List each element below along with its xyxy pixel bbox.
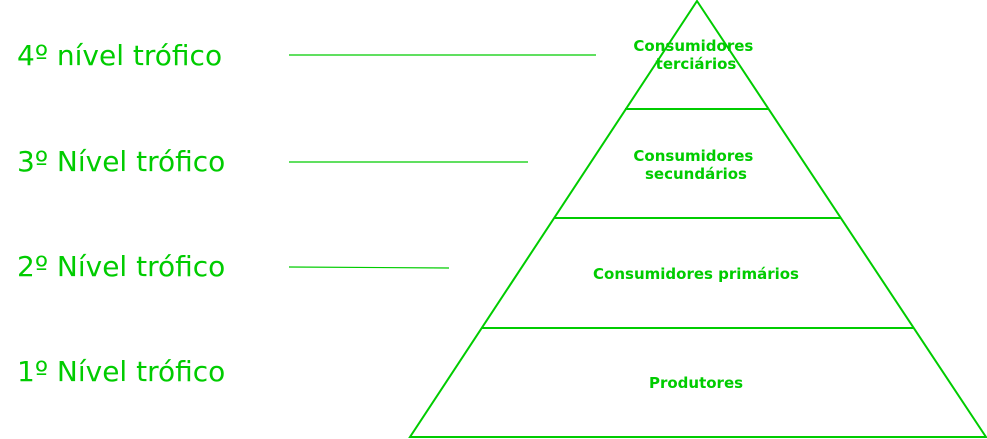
level-label-3: 3º Nível trófico <box>17 145 225 178</box>
tier-label-secondary: Consumidores secundários <box>633 147 758 183</box>
tier-label-tertiary: Consumidores terciários <box>633 37 758 73</box>
level-label-1: 1º Nível trófico <box>17 355 225 388</box>
pyramid-outline <box>408 0 987 438</box>
tier-label-producers: Produtores <box>649 374 743 392</box>
leader-line-2 <box>288 266 450 269</box>
level-label-2: 2º Nível trófico <box>17 250 225 283</box>
level-label-4: 4º nível trófico <box>17 39 222 72</box>
tier-label-primary: Consumidores primários <box>593 265 799 283</box>
